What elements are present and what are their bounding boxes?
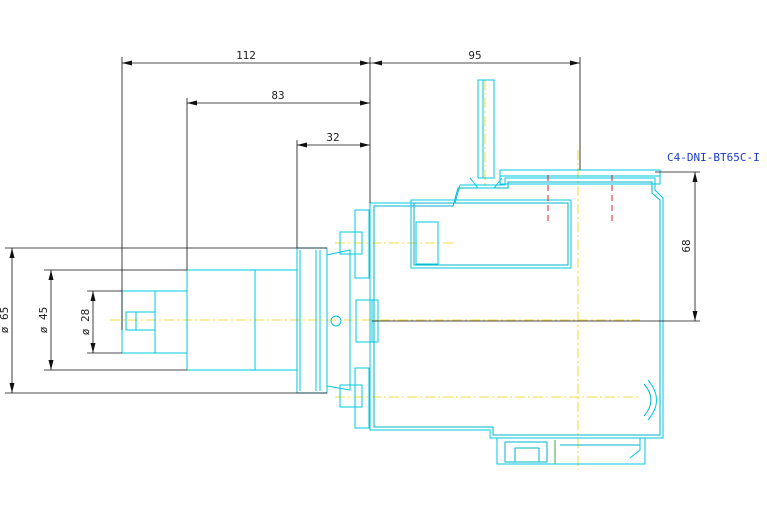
dimension-lines [5, 57, 700, 394]
dim-dia-28-label: ø 28 [79, 309, 92, 336]
dim-95-label: 95 [468, 49, 481, 62]
dim-83-label: 83 [271, 89, 284, 102]
dim-68-label: 68 [680, 239, 693, 252]
centerlines [110, 80, 640, 470]
part-outline [121, 79, 664, 465]
part-number-label: C4-DNI-BT65C-I [667, 151, 760, 164]
dim-32-label: 32 [326, 131, 339, 144]
dim-dia-45-label: ø 45 [37, 307, 50, 334]
dim-dia-65-label: ø 65 [0, 307, 11, 334]
dim-112-label: 112 [236, 49, 256, 62]
